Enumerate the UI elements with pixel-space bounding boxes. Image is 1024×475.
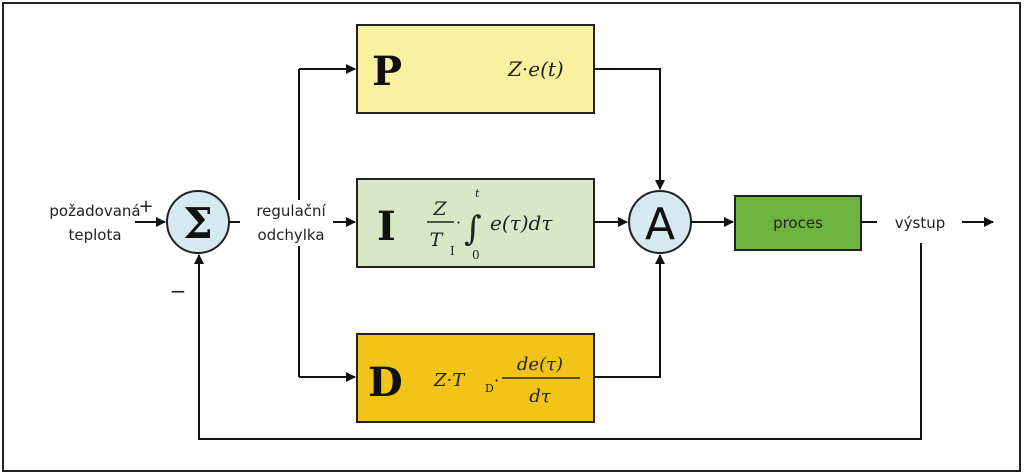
i-letter: I	[377, 203, 396, 250]
d-output-line	[594, 254, 665, 378]
output-label: výstup	[895, 214, 945, 232]
i-dot: ·	[456, 213, 461, 232]
process-label: proces	[773, 214, 823, 232]
d-prefix: Z·T	[433, 370, 466, 391]
d-numerator: de(τ)	[517, 354, 563, 375]
i-block	[356, 178, 595, 268]
d-dot: ·	[494, 371, 499, 390]
i-denominator-sub: I	[450, 244, 455, 258]
d-letter: D	[368, 359, 403, 406]
d-sub: D	[485, 382, 494, 395]
p-block	[356, 24, 595, 114]
i-numerator: Z	[432, 198, 447, 220]
d-denominator: dτ	[529, 386, 552, 407]
minus-sign: −	[170, 279, 187, 303]
process-block	[734, 195, 862, 251]
error-label-line1: regulační	[256, 202, 326, 220]
input-label-line2: teplota	[68, 226, 121, 244]
feedback-line	[194, 243, 922, 440]
i-denominator: T	[430, 229, 444, 251]
adder-symbol: A	[645, 199, 675, 250]
i-int-top: t	[475, 187, 480, 200]
input-label-line1: požadovaná	[49, 202, 140, 220]
p-letter: P	[372, 48, 402, 95]
i-int-bottom: 0	[472, 248, 480, 262]
p-output-line	[594, 68, 665, 190]
sigma-symbol: Σ	[183, 199, 213, 248]
integral-sign: ∫	[464, 209, 482, 249]
plus-sign: +	[138, 196, 153, 217]
p-formula: Z·e(t)	[507, 57, 564, 81]
error-label-line2: odchylka	[257, 226, 324, 244]
i-integrand: e(τ)dτ	[490, 211, 553, 235]
